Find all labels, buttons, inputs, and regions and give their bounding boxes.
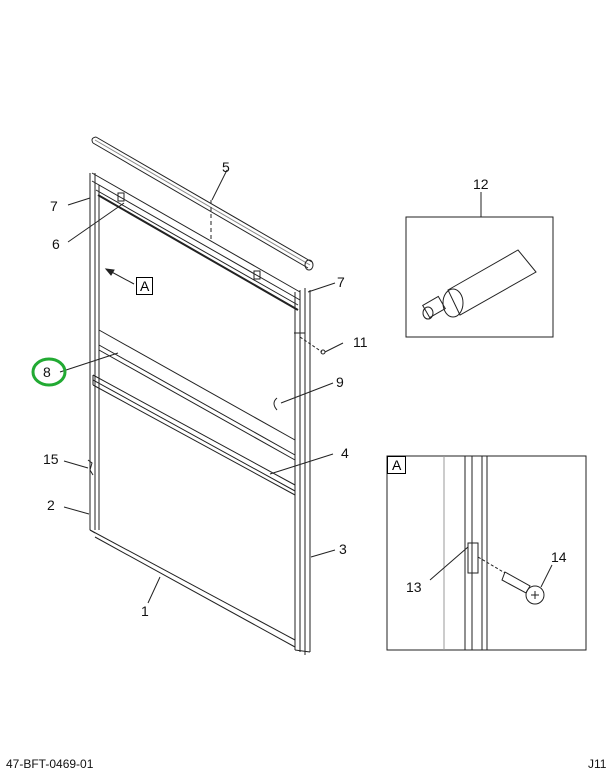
part-15-latch: [87, 459, 94, 476]
callout-13: 13: [406, 579, 422, 595]
callout-14: 14: [551, 549, 567, 565]
callout-4: 4: [341, 445, 349, 461]
detail-box-12: [405, 216, 554, 338]
part-9-clip: [273, 397, 278, 411]
frame-left-jamb: [89, 173, 100, 534]
drawing-number: 47-BFT-0469-01: [6, 757, 94, 771]
callout-5: 5: [222, 159, 230, 175]
sheet-number: J11: [588, 757, 607, 771]
callout-2: 2: [47, 497, 55, 513]
frame-right-jamb: [294, 288, 311, 655]
callout-6: 6: [52, 236, 60, 252]
detail-view-label-a: A: [387, 456, 407, 474]
grease-tube-icon: [422, 249, 537, 320]
callout-9: 9: [336, 374, 344, 390]
part-5-top-rail: [91, 136, 314, 271]
view-reference-a: A: [136, 277, 154, 295]
callout-7-left: 7: [50, 198, 58, 214]
part-4-lower-sash-rail: [92, 374, 296, 496]
callout-1: 1: [141, 603, 149, 619]
highlight-circle: [31, 357, 67, 387]
part-8-rail: [98, 344, 296, 461]
callout-12: 12: [473, 176, 489, 192]
frame-top-header: [91, 172, 301, 311]
callout-3: 3: [339, 541, 347, 557]
part-1-bottom-rail: [89, 529, 296, 648]
callout-11: 11: [353, 334, 368, 350]
callout-8: 8: [43, 364, 51, 380]
callout-7-right: 7: [337, 274, 345, 290]
callout-15: 15: [43, 451, 59, 467]
